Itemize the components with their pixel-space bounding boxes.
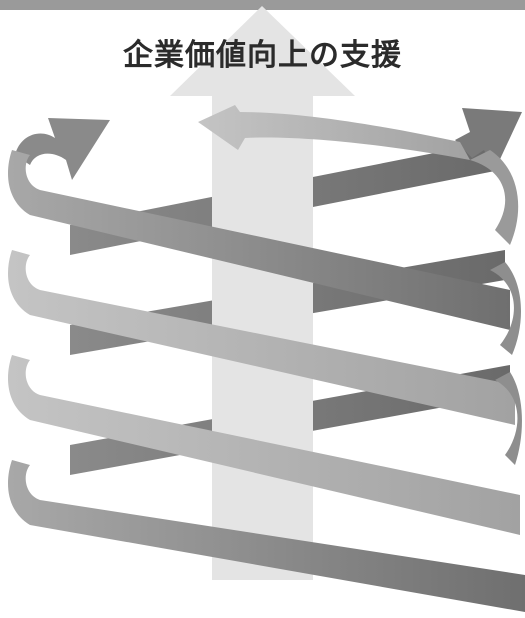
spiral-front-segments (7, 150, 525, 612)
curved-arrow-right-icon (455, 108, 522, 170)
top-bar (0, 0, 525, 10)
curved-arrow-left-icon (15, 118, 110, 180)
spiral-top-band (198, 105, 470, 160)
diagram-title: 企業価値向上の支援 (123, 38, 402, 73)
